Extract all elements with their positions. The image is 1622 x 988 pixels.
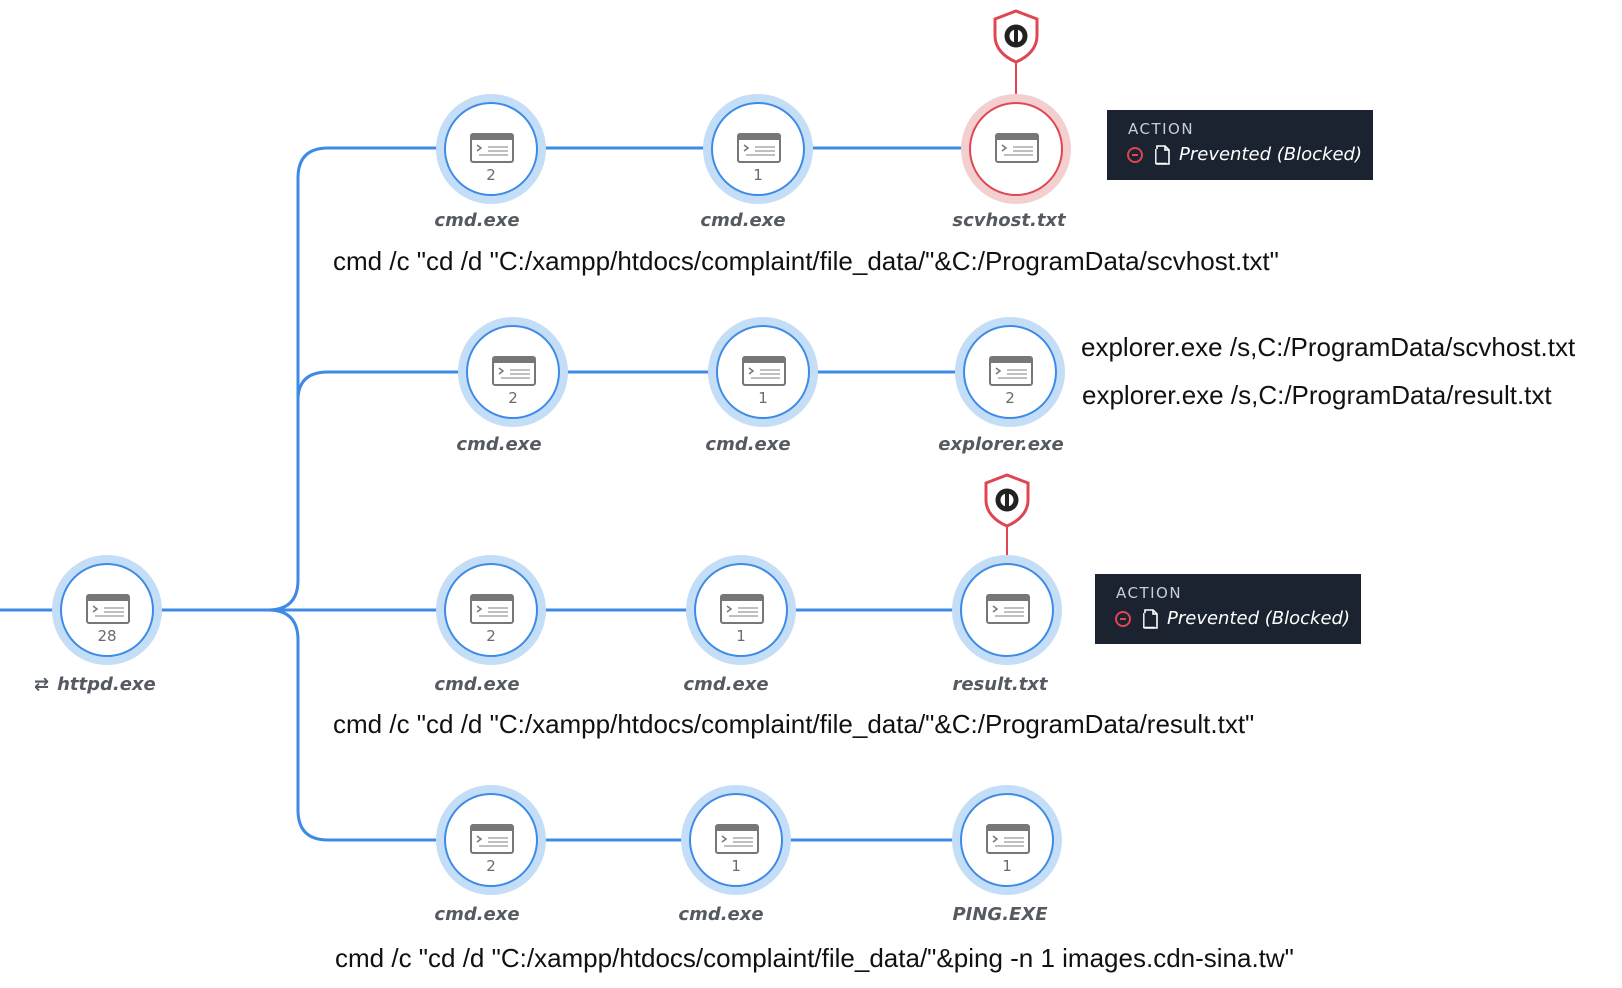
process-label: cmd.exe (434, 674, 520, 695)
process-node[interactable]: 1 (708, 317, 818, 427)
process-node[interactable]: 2 (458, 317, 568, 427)
process-node[interactable]: 1 (681, 785, 791, 895)
blocked-file-node[interactable] (952, 555, 1062, 665)
edge-branch-2 (296, 370, 460, 401)
process-label: cmd.exe (683, 674, 769, 695)
node-count: 2 (508, 389, 518, 407)
command-line: cmd /c "cd /d "C:/xampp/htdocs/complaint… (333, 246, 1279, 276)
blocked-icon (1115, 610, 1131, 627)
process-node-httpd[interactable]: 28 (52, 555, 162, 665)
action-title: ACTION (1116, 584, 1183, 602)
process-label-text: httpd.exe (57, 674, 156, 695)
shield-alert-icon[interactable] (991, 8, 1041, 64)
terminal-window-icon (995, 133, 1039, 163)
node-count: 2 (486, 857, 496, 875)
node-count: 2 (486, 627, 496, 645)
blocked-file-node[interactable] (961, 94, 1071, 204)
terminal-window-icon (470, 133, 514, 163)
terminal-window-icon (720, 594, 764, 624)
node-count: 2 (486, 166, 496, 184)
process-label: explorer.exe (938, 434, 1064, 455)
file-icon (1143, 608, 1158, 629)
process-label: cmd.exe (705, 434, 791, 455)
process-label: cmd.exe (434, 210, 520, 231)
action-text: Prevented (Blocked) (1167, 608, 1350, 629)
action-panel: ACTION Prevented (Blocked) (1095, 574, 1361, 644)
edge-branch-4 (267, 608, 438, 842)
command-line: cmd /c "cd /d "C:/xampp/htdocs/complaint… (333, 709, 1255, 739)
node-count: 2 (1005, 389, 1015, 407)
terminal-window-icon (470, 824, 514, 854)
terminal-window-icon (715, 824, 759, 854)
process-node[interactable]: 2 (436, 555, 546, 665)
process-node[interactable]: 2 (436, 785, 546, 895)
process-node[interactable]: 1 (952, 785, 1062, 895)
swap-arrows-icon: ⇄ (34, 674, 50, 695)
terminal-window-icon (742, 356, 786, 386)
command-note: explorer.exe /s,C:/ProgramData/result.tx… (1082, 380, 1552, 410)
terminal-window-icon (986, 824, 1030, 854)
terminal-window-icon (86, 594, 130, 624)
terminal-window-icon (737, 133, 781, 163)
process-label: cmd.exe (456, 434, 542, 455)
process-label: cmd.exe (678, 904, 764, 925)
terminal-window-icon (470, 594, 514, 624)
file-icon (1155, 144, 1170, 165)
process-label: ⇄ httpd.exe (34, 674, 156, 695)
node-count: 1 (731, 857, 741, 875)
process-label: cmd.exe (434, 904, 520, 925)
node-count: 1 (1002, 857, 1012, 875)
process-label: cmd.exe (700, 210, 786, 231)
node-count: 28 (97, 627, 117, 645)
process-node[interactable]: 1 (686, 555, 796, 665)
command-line: cmd /c "cd /d "C:/xampp/htdocs/complaint… (335, 943, 1294, 973)
blocked-icon (1127, 146, 1143, 163)
terminal-window-icon (986, 594, 1030, 624)
command-note: explorer.exe /s,C:/ProgramData/scvhost.t… (1081, 332, 1576, 362)
process-node[interactable]: 2 (436, 94, 546, 204)
process-label: result.txt (952, 674, 1048, 695)
action-title: ACTION (1128, 120, 1195, 138)
terminal-window-icon (492, 356, 536, 386)
action-panel: ACTION Prevented (Blocked) (1107, 110, 1373, 180)
action-text: Prevented (Blocked) (1179, 144, 1362, 165)
action-row: Prevented (Blocked) (1115, 608, 1350, 629)
process-node[interactable]: 1 (703, 94, 813, 204)
process-node[interactable]: 2 (955, 317, 1065, 427)
node-count: 1 (736, 627, 746, 645)
shield-alert-icon[interactable] (982, 472, 1032, 528)
node-count: 1 (753, 166, 763, 184)
action-row: Prevented (Blocked) (1127, 144, 1362, 165)
node-count: 1 (758, 389, 768, 407)
terminal-window-icon (989, 356, 1033, 386)
edge-trunk (267, 146, 438, 612)
process-label: PING.EXE (952, 904, 1048, 925)
process-label: scvhost.txt (952, 210, 1066, 231)
